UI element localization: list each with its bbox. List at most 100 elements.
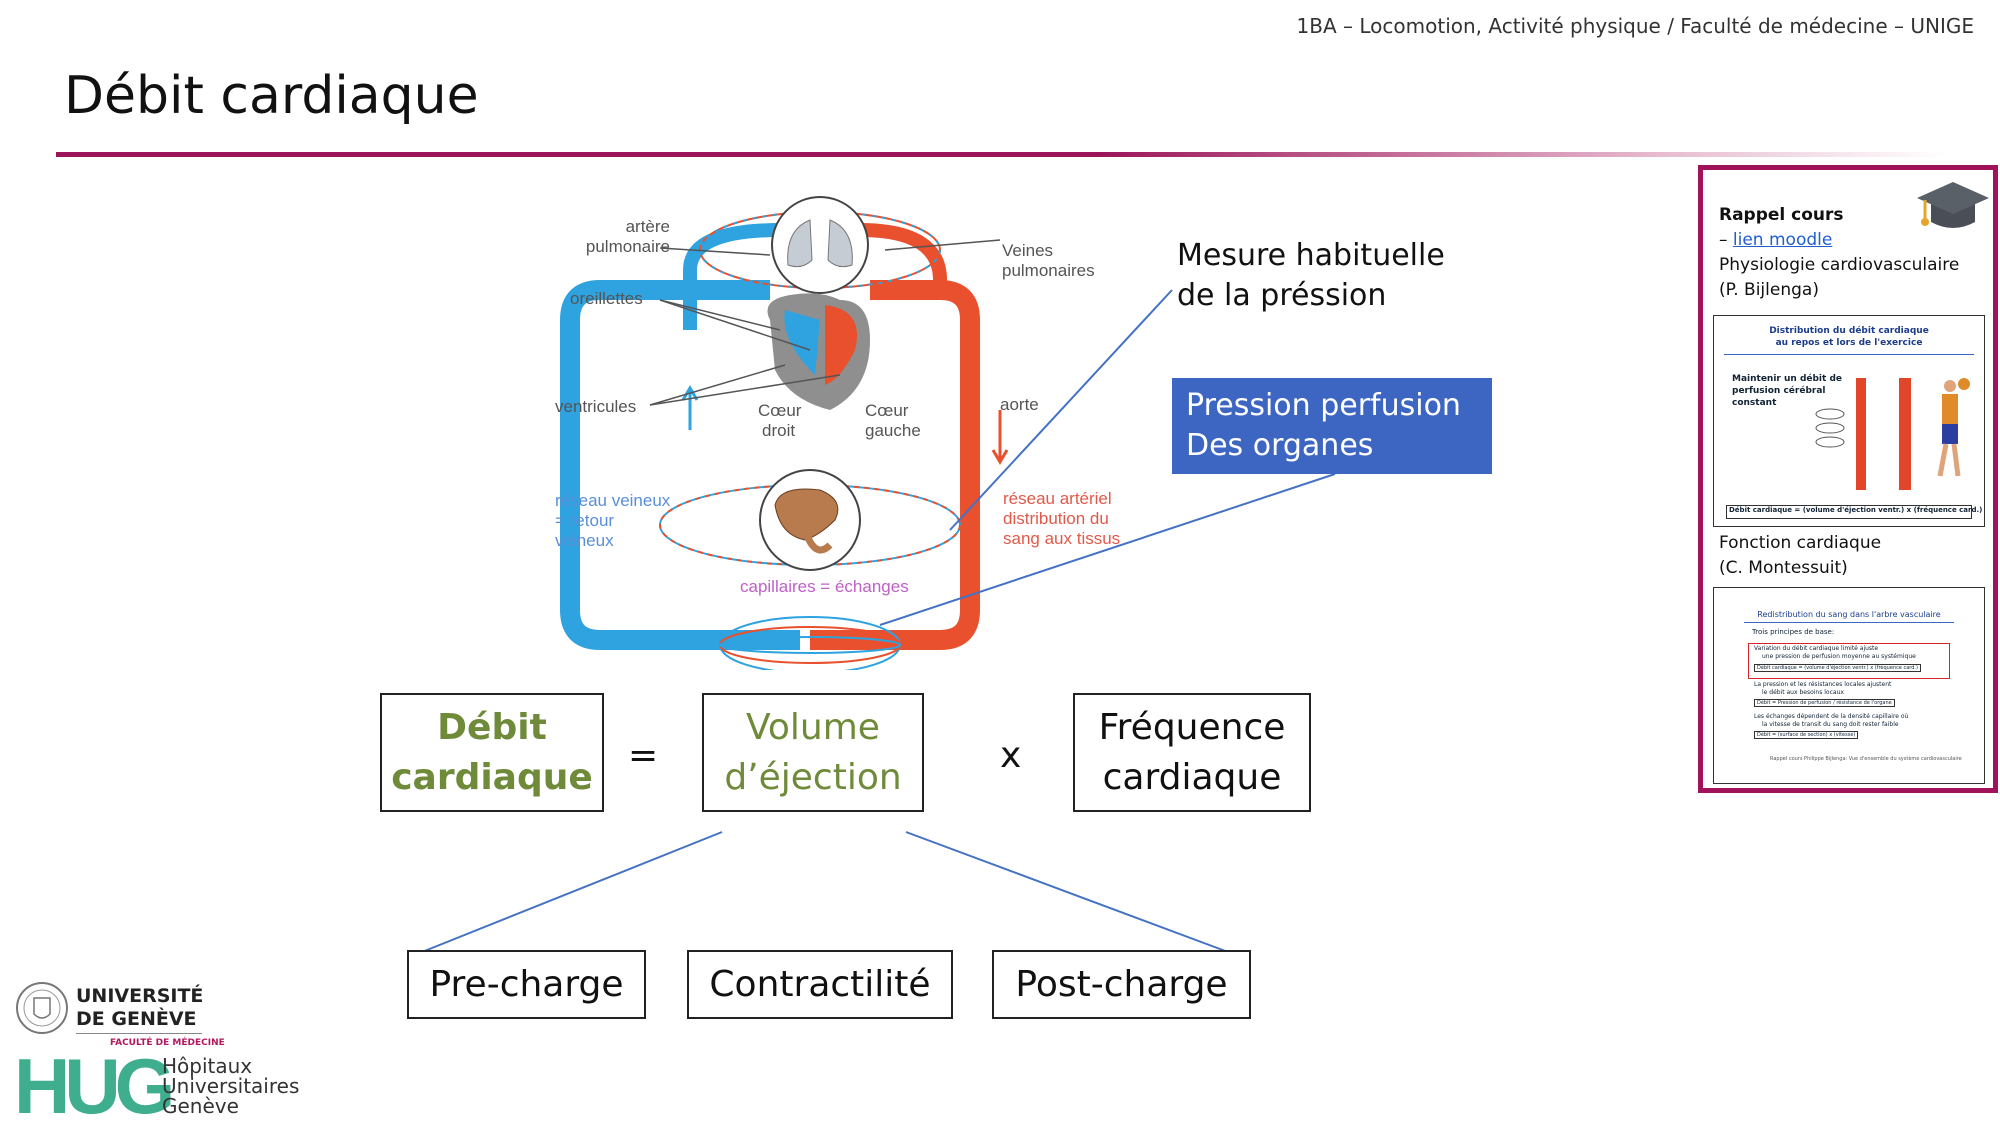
- hug-name-2: Universitaires: [162, 1074, 300, 1098]
- postcharge-box: Post-charge: [992, 950, 1251, 1019]
- contractilite-label: Contractilité: [709, 964, 931, 1005]
- graduation-cap-icon: [1917, 182, 1989, 228]
- thumb2-point2a: La pression et les résistances locales a…: [1754, 681, 1892, 688]
- frequence-cardiaque-box: Fréquence cardiaque: [1073, 693, 1311, 812]
- moodle-link-row: – lien moodle: [1719, 228, 1832, 253]
- pression-perfusion-box: Pression perfusion Des organes: [1172, 378, 1492, 474]
- thumb1-bar-rest: [1856, 378, 1866, 490]
- label-gauche: gauche: [865, 421, 921, 440]
- thumbnail-slide-2[interactable]: Redistribution du sang dans l'arbre vasc…: [1713, 587, 1985, 784]
- rappel-cours-panel: Rappel cours – lien moodle Physiologie c…: [1698, 165, 1998, 793]
- unige-name-1: UNIVERSITÉ: [76, 985, 204, 1007]
- mesure-annotation: Mesure habituelle de la préssion: [1177, 236, 1445, 316]
- organs-icon: [659, 469, 961, 571]
- postcharge-label: Post-charge: [1015, 964, 1228, 1005]
- volume-line-2: d’éjection: [724, 756, 902, 798]
- title-divider: [56, 152, 1946, 157]
- pression-line-2: Des organes: [1186, 428, 1374, 463]
- venous-loop: [560, 280, 800, 650]
- thumb1-note-2: perfusion cérébral: [1732, 386, 1826, 396]
- thumb1-title-1: Distribution du débit cardiaque: [1769, 326, 1929, 336]
- pulmonary-artery-vessel: [683, 223, 781, 330]
- thumb2-subtitle: Trois principes de base:: [1752, 628, 1835, 636]
- label-coeur-droit: Cœur: [758, 401, 802, 420]
- pression-line-1: Pression perfusion: [1186, 388, 1461, 423]
- hug-name-1: Hôpitaux: [162, 1054, 253, 1078]
- hug-name: Hôpitaux Universitaires Genève: [162, 1056, 299, 1116]
- hug-name-3: Genève: [162, 1094, 239, 1118]
- capillary-bed: [719, 616, 901, 670]
- thumbnail-slide-1[interactable]: Distribution du débit cardiaque au repos…: [1713, 315, 1985, 527]
- thumb1-note-3: constant: [1732, 398, 1777, 408]
- thumb1-title-2: au repos et lors de l'exercice: [1775, 338, 1923, 348]
- label-oreillettes: oreillettes: [570, 289, 643, 308]
- frequence-line-1: Fréquence: [1098, 706, 1286, 748]
- thumb2-formula2: Débit = Pression de perfusion / résistan…: [1754, 699, 1895, 707]
- thumb2-point2b: le débit aux besoins locaux: [1762, 689, 1844, 696]
- debit-cardiaque-box: Débit cardiaque: [380, 693, 604, 812]
- label-ventricules: ventricules: [555, 397, 636, 416]
- arterial-loop: [810, 280, 980, 650]
- course2-title: Fonction cardiaque: [1719, 533, 1882, 553]
- thumb1-formula-box: Débit cardiaque = (volume d'éjection ven…: [1726, 505, 1982, 519]
- thumb2-point3b: la vitesse de transit du sang doit reste…: [1762, 721, 1899, 728]
- label-veineux: veineux: [555, 531, 614, 550]
- thumb1-formula: Débit cardiaque = (volume d'éjection ven…: [1729, 506, 1983, 514]
- course1-author: (P. Bijlenga): [1719, 280, 1819, 300]
- debit-line-1: Débit: [437, 706, 547, 748]
- label-artere: artère: [626, 217, 670, 236]
- athlete-icon: [1937, 378, 1970, 477]
- moodle-link[interactable]: lien moodle: [1732, 230, 1833, 250]
- rappel-heading: Rappel cours: [1719, 205, 1844, 225]
- debit-line-2: cardiaque: [391, 756, 593, 798]
- thumb1-note-1: Maintenir un débit de: [1732, 374, 1842, 384]
- thumb2-footer: Rappel cours Philippe Bijlenga: Vue d'en…: [1770, 756, 1962, 762]
- course-header: 1BA – Locomotion, Activité physique / Fa…: [1296, 14, 1974, 38]
- faculty-name: FACULTÉ DE MÉDECINE: [110, 1038, 225, 1048]
- precharge-box: Pre-charge: [407, 950, 646, 1019]
- arrow-up-icon: [681, 385, 699, 430]
- precharge-label: Pre-charge: [429, 964, 624, 1005]
- unige-name-2: DE GENÈVE: [76, 1008, 197, 1030]
- thumb2-formula3: Débit = (surface de section) x (vitesse): [1754, 731, 1859, 739]
- unige-seal-icon: [16, 982, 68, 1034]
- circulation-diagram: artère pulmonaire Veines pulmonaires ore…: [555, 196, 1120, 670]
- label-coeur-gauche: Cœur: [865, 401, 909, 420]
- label-veines: Veines: [1002, 241, 1053, 260]
- thumb2-formula1: Débit cardiaque = (volume d'éjection ven…: [1754, 664, 1921, 672]
- thumb1-organ-icons: [1815, 408, 1845, 448]
- volume-ejection-box: Volume d’éjection: [702, 693, 924, 812]
- mesure-line-1: Mesure habituelle: [1177, 238, 1445, 273]
- label-sang-tissus: sang aux tissus: [1003, 529, 1120, 548]
- course2-author: (C. Montessuit): [1719, 558, 1848, 578]
- label-reseau-arteriel: réseau artériel: [1003, 489, 1112, 508]
- label-aorte: aorte: [1000, 395, 1039, 414]
- label-retour: = retour: [555, 511, 614, 530]
- thumb2-title: Redistribution du sang dans l'arbre vasc…: [1757, 610, 1941, 619]
- label-pulmonaires: pulmonaires: [1002, 261, 1095, 280]
- frequence-line-2: cardiaque: [1102, 756, 1282, 798]
- equals-sign: =: [628, 735, 659, 776]
- pulmonary-vein-vessel: [859, 223, 947, 300]
- heart-icon: [767, 293, 870, 410]
- label-capillaires: capillaires = échanges: [740, 577, 909, 596]
- course1-title: Physiologie cardiovasculaire: [1719, 255, 1960, 275]
- contractilite-box: Contractilité: [687, 950, 953, 1019]
- thumb2-point1a: Variation du débit cardiaque limité ajus…: [1754, 645, 1879, 652]
- label-distribution: distribution du: [1003, 509, 1109, 528]
- thumb2-highlight: [1748, 643, 1950, 679]
- link-dash: –: [1719, 230, 1733, 250]
- page-title: Débit cardiaque: [64, 66, 479, 126]
- label-pulmonaire: pulmonaire: [586, 237, 670, 256]
- lungs-icon: [699, 196, 941, 294]
- arrow-down-icon: [991, 410, 1009, 465]
- mesure-line-2: de la préssion: [1177, 278, 1387, 313]
- times-sign: x: [1000, 735, 1022, 776]
- thumb1-bar-exercise: [1899, 378, 1911, 490]
- thumb2-point1b: une pression de perfusion moyenne au sys…: [1762, 653, 1916, 660]
- volume-line-1: Volume: [746, 706, 880, 748]
- label-reseau-veineux: réseau veineux: [555, 491, 671, 510]
- label-droit: droit: [762, 421, 795, 440]
- thumb2-point3a: Les échanges dépendent de la densité cap…: [1754, 713, 1909, 720]
